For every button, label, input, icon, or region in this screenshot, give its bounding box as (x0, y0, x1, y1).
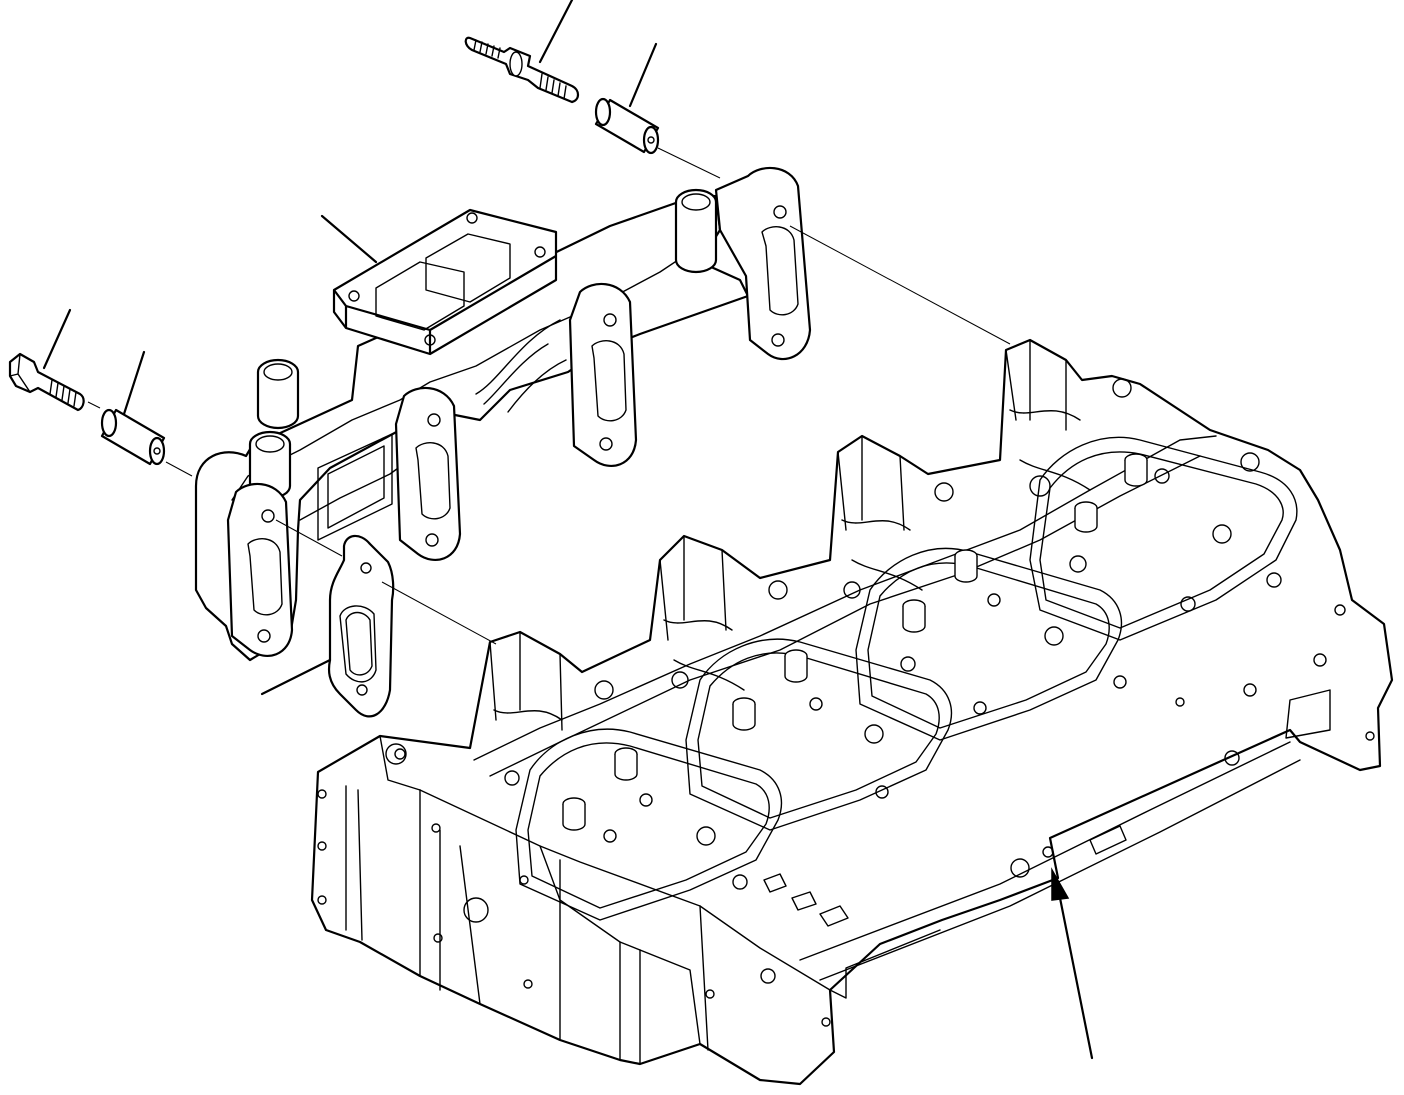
view-arrow (1051, 867, 1094, 1060)
stud-bolt (464, 36, 580, 104)
alignment-lines (87, 147, 1011, 645)
leader-spacer-sleeve-top (628, 42, 658, 108)
spacer-sleeve-left (100, 408, 166, 466)
manifold-gasket (327, 534, 395, 718)
leader-exhaust-manifold (320, 214, 378, 264)
leader-lines (42, 0, 658, 696)
leader-stud-bolt (538, 0, 574, 64)
manifold-port-flange-4 (226, 482, 294, 658)
manifold-port-flange-3 (394, 386, 462, 562)
spacer-sleeve-top (594, 97, 660, 155)
cylinder-head (310, 338, 1394, 1086)
manifold-port-flange-1 (714, 166, 812, 360)
flange-bolt (8, 352, 85, 412)
exhaust-manifold (194, 166, 812, 662)
manifold-port-flange-2 (568, 282, 638, 468)
leader-manifold-gasket (260, 658, 332, 696)
leader-flange-bolt (42, 308, 72, 370)
leader-spacer-sleeve-left (122, 350, 146, 416)
